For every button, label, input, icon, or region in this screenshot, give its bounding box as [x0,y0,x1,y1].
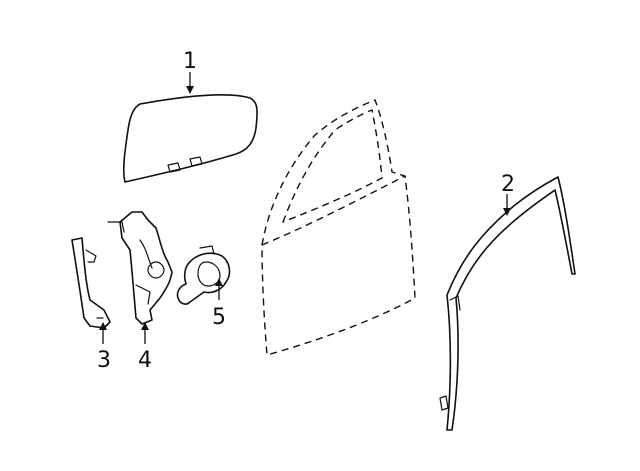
callout-1: 1 [183,49,197,74]
callout-4: 4 [138,348,152,373]
window-regulator[interactable] [107,211,173,325]
window-run-channel[interactable] [439,176,576,431]
callout-5: 5 [212,305,226,330]
callout-2: 2 [501,172,515,197]
regulator-motor[interactable] [176,245,231,305]
door-shell-outline [261,99,416,356]
door-glass[interactable] [122,94,258,183]
callout-3: 3 [97,348,111,373]
guide-rail[interactable] [71,237,111,329]
callout-leaders [99,72,511,344]
